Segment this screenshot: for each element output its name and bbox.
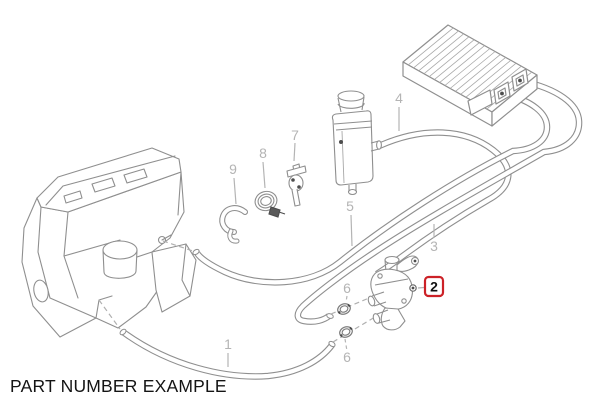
caption-part-number-example: PART NUMBER EXAMPLE [10,376,227,396]
hose-artwork [119,77,583,380]
callout-part-9: 9 [229,161,237,177]
water-valve-illustration [367,255,420,331]
hose-clamp-6-lower [339,326,353,338]
hose-4-tank-vent [375,129,512,277]
expansion-tank-illustration [331,90,382,196]
bleeder-valve-illustration [286,163,307,207]
hose-3-heater-to-valve [294,77,583,325]
callout-part-1: 1 [224,336,232,352]
callout-part-7: 7 [291,127,299,143]
callout-leader-lines [227,107,435,367]
callout-part-6-bottom: 6 [343,349,351,365]
hose-clamp-6-upper [337,303,351,315]
engine-illustration [21,147,197,338]
hose-1-bottom [119,328,336,380]
callout-part-5: 5 [346,198,354,214]
callout-part-3: 3 [430,238,438,254]
callout-part-2-label: 2 [430,279,438,295]
callout-part-8: 8 [259,145,267,161]
callout-part-6-top: 6 [343,280,351,296]
hose-5-heater-to-engine [192,90,551,286]
retaining-clip-9 [219,205,248,244]
hose-clamp-8 [254,190,286,218]
callout-part-4: 4 [395,90,403,106]
heater-core-illustration [402,24,538,127]
callout-part-2-highlighted[interactable]: 2 [423,275,445,298]
